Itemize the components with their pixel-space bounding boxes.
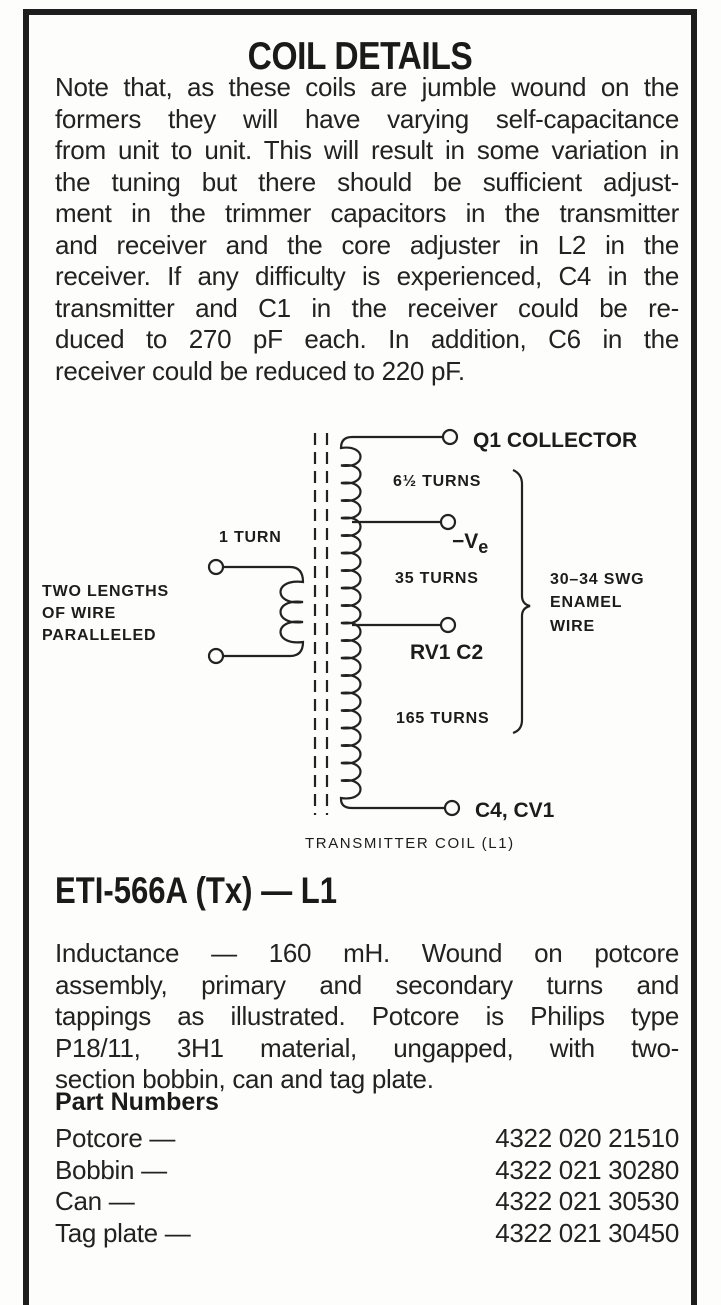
page-title: COIL DETAILS	[247, 35, 473, 78]
part-name: Potcore —	[55, 1123, 176, 1153]
text-line: Note that, as these coils are jumble wou…	[55, 72, 679, 102]
part-number: 4322 021 30530	[495, 1186, 679, 1216]
text-line: formers they will have varying self-capa…	[55, 103, 679, 134]
part-number: 4322 020 21510	[495, 1123, 679, 1153]
text-line: Inductance — 160 mH. Wound on potcore	[55, 938, 679, 968]
part-numbers-heading: Part Numbers	[55, 1088, 219, 1116]
part-numbers-table: Potcore — 4322 020 21510 Bobbin — 4322 0…	[55, 1123, 679, 1249]
part-row: Tag plate — 4322 021 30450	[55, 1218, 679, 1250]
part-row: Bobbin — 4322 021 30280	[55, 1155, 679, 1187]
text-line: receiver. If any difficulty is experienc…	[55, 261, 679, 291]
text-line: the tuning but there should be sufficien…	[55, 166, 679, 197]
part-name: Tag plate —	[55, 1217, 191, 1248]
part-name: Bobbin —	[55, 1154, 167, 1185]
part-row: Potcore — 4322 020 21510	[55, 1123, 679, 1155]
text-line: assembly, primary and secondary turns an…	[55, 969, 679, 1000]
text-line: ment in the trimmer capacitors in the tr…	[55, 198, 679, 228]
text-line: P18/11, 3H1 material, ungapped, with two…	[55, 1032, 679, 1063]
text-line: transmitter and C1 in the receiver could…	[55, 292, 679, 323]
text-line: receiver could be reduced to 220 pF.	[55, 355, 465, 386]
part-name: Can —	[55, 1186, 135, 1216]
coil-details-panel: COIL DETAILS Note that, as these coils a…	[23, 9, 697, 1305]
coil-description: Inductance — 160 mH. Wound on potcore as…	[55, 938, 679, 1096]
text-line: section bobbin, can and tag plate.	[55, 1064, 434, 1094]
part-number: 4322 021 30280	[495, 1154, 679, 1185]
part-row: Can — 4322 021 30530	[55, 1186, 679, 1218]
text-line: tappings as illustrated. Potcore is Phil…	[55, 1001, 679, 1031]
intro-paragraph: Note that, as these coils are jumble wou…	[55, 72, 679, 387]
text-line: from unit to unit. This will result in s…	[55, 135, 679, 165]
section-heading: ETI-566A (Tx) — L1	[55, 870, 338, 911]
part-number: 4322 021 30450	[495, 1217, 679, 1248]
text-line: and receiver and the core adjuster in L2…	[55, 229, 679, 260]
text-line: duced to 270 pF each. In addition, C6 in…	[55, 324, 679, 354]
